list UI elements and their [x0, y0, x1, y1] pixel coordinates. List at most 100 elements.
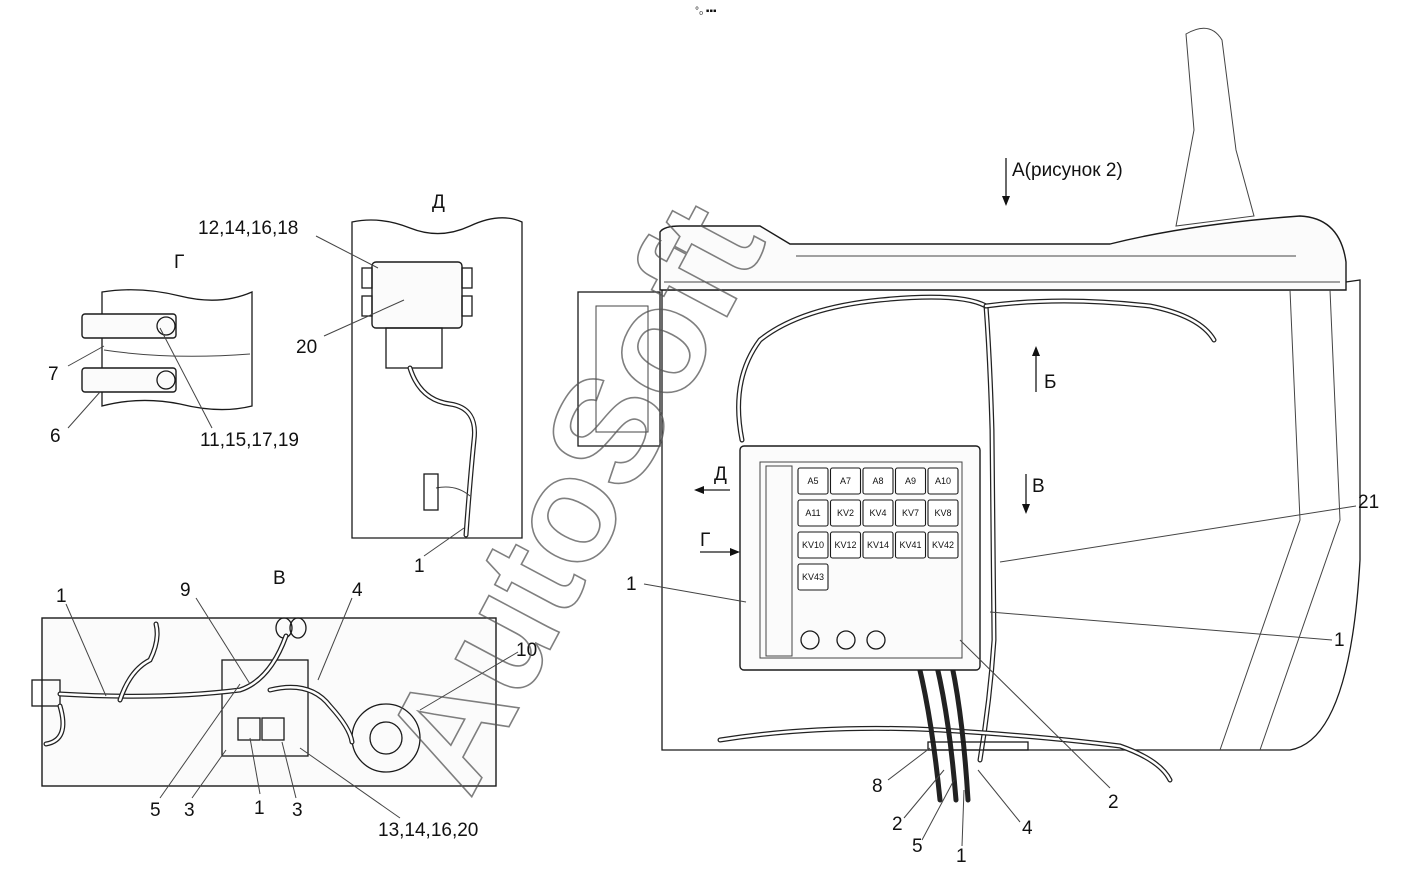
relay-label: KV12 — [834, 540, 856, 550]
view-v-callout-5: 5 — [150, 800, 161, 821]
main-cable-vertical-in — [978, 304, 996, 762]
view-d-tab-left — [361, 267, 373, 289]
view-d-harness-inner — [408, 366, 476, 537]
main-callout-5: 5 — [912, 836, 923, 857]
view-d-leader-top — [315, 235, 379, 269]
relay-cell — [829, 531, 862, 559]
view-d-bracket — [351, 217, 523, 539]
main-callout-21: 21 — [1358, 492, 1379, 513]
view-d-tab-right-b — [461, 295, 473, 317]
view-v-leader-1 — [65, 603, 107, 697]
view-d-connector-block — [371, 261, 463, 329]
main-callout-2a: 2 — [1108, 792, 1119, 813]
main-rear-window-inner — [595, 305, 649, 433]
view-v-leader-13 — [299, 747, 401, 819]
main-side-frame-2 — [1259, 289, 1341, 751]
main-relay-panel-inner — [759, 461, 963, 659]
relay-cell — [797, 499, 829, 527]
view-d-callout-20: 20 — [296, 337, 317, 358]
main-callout-v: В — [1032, 476, 1045, 497]
main-callout-4: 4 — [1022, 818, 1033, 839]
relay-cell — [797, 467, 829, 495]
relay-label: KV43 — [802, 572, 824, 582]
main-arrow-v-head — [1022, 504, 1030, 514]
view-v-cable-low-in — [44, 704, 65, 746]
view-v-callout-1b: 1 — [254, 798, 265, 819]
relay-label: A11 — [805, 508, 820, 518]
relay-label: A5 — [807, 476, 818, 486]
main-cable-top-in — [737, 295, 988, 442]
view-v-leader-1b — [249, 737, 261, 795]
view-d-tab-right — [461, 267, 473, 289]
main-cable-top — [736, 294, 989, 443]
main-leader-1a — [643, 583, 747, 603]
main-leader-21 — [999, 505, 1357, 563]
view-v-leader-9 — [195, 597, 251, 685]
main-cable-floor — [717, 725, 1173, 783]
main-arrow-a-head — [1002, 196, 1010, 206]
view-g: Г 7 6 11,15,17,19 — [48, 252, 299, 451]
main-leader-2b — [903, 769, 945, 819]
relay-cell — [862, 499, 894, 527]
main-socket-1 — [800, 630, 820, 650]
main-callout-1c: 1 — [956, 846, 967, 867]
main-arrow-g-head — [730, 548, 740, 556]
main-arrow-b-head — [1032, 346, 1040, 356]
view-g-leader-6 — [67, 391, 101, 429]
relay-cell — [829, 467, 862, 495]
relay-label: KV42 — [932, 540, 954, 550]
relay-cell — [927, 467, 959, 495]
relay-cell — [862, 531, 894, 559]
relay-label: A8 — [872, 476, 883, 486]
view-d-leader-20 — [323, 299, 405, 337]
relay-cell — [894, 531, 927, 559]
main-cable-floor-in — [718, 727, 1172, 782]
relay-label: A10 — [935, 476, 951, 486]
view-g-callout-11: 11,15,17,19 — [200, 430, 299, 451]
view-g-nut-upper — [156, 316, 176, 336]
relay-cell — [927, 531, 959, 559]
view-d-callout-top: 12,14,16,18 — [198, 218, 298, 239]
main-fuse-strip — [765, 465, 793, 657]
relay-label: A7 — [840, 476, 851, 486]
view-v-terminal-2 — [261, 717, 285, 741]
view-v-cable-up-in — [118, 622, 159, 702]
main-callout-d: Д — [714, 464, 727, 485]
relay-cell — [862, 467, 894, 495]
main-callout-1a: 1 — [626, 574, 637, 595]
view-g-callout-7: 7 — [48, 364, 59, 385]
main-socket-3 — [866, 630, 886, 650]
view-d-plug — [385, 327, 443, 369]
view-v-panel — [41, 617, 497, 787]
main-lever — [1175, 27, 1255, 227]
main-callout-2b: 2 — [892, 814, 903, 835]
view-v-callout-1: 1 — [56, 586, 67, 607]
view-v-leader-3b — [281, 741, 297, 799]
view-g-leader-11 — [159, 327, 213, 429]
main-callout-b: Б — [1044, 372, 1056, 393]
relay-label: KV7 — [902, 508, 919, 518]
main-callout-8: 8 — [872, 776, 883, 797]
view-g-bolt-upper — [81, 313, 177, 339]
view-d-clip — [423, 473, 439, 511]
view-v-terminal-1 — [237, 717, 261, 741]
relay-label: KV41 — [899, 540, 921, 550]
view-d-harness — [407, 365, 477, 538]
view-v-callout-9: 9 — [180, 580, 191, 601]
view-g-title: Г — [174, 252, 184, 273]
relay-cell — [829, 499, 862, 527]
view-g-plate — [101, 289, 253, 411]
view-v-block — [221, 659, 309, 757]
relay-label: KV14 — [867, 540, 889, 550]
relay-cell — [927, 499, 959, 527]
view-v-callout-3a: 3 — [184, 800, 195, 821]
relay-cell — [797, 563, 829, 591]
view-v: В 1 9 4 10 5 3 1 3 13,14,16,20 — [31, 568, 537, 841]
view-v-leader-4 — [317, 597, 353, 681]
relay-label: A9 — [905, 476, 916, 486]
view-v-callout-4: 4 — [352, 580, 363, 601]
view-v-coil-inner — [369, 721, 403, 755]
view-v-cap-2 — [289, 617, 307, 639]
main-callout-a: А(рисунок 2) — [1012, 160, 1123, 181]
